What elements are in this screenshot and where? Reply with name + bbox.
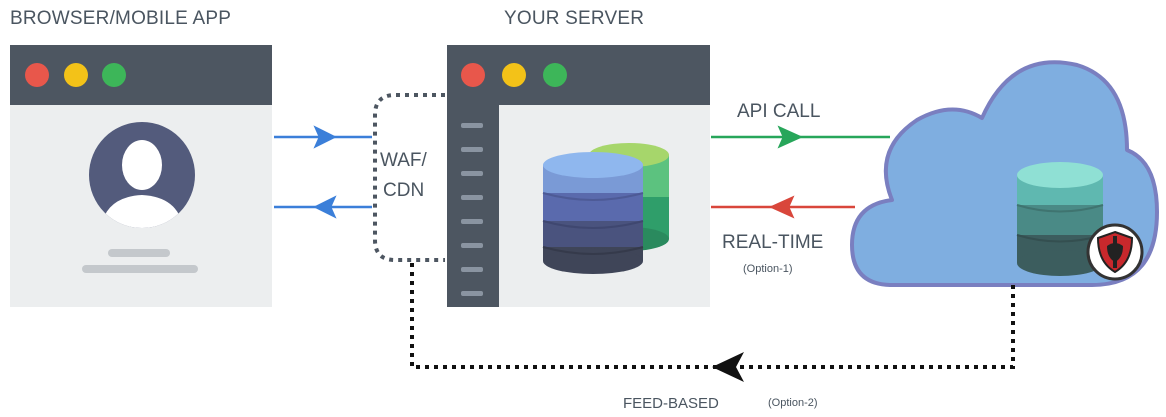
user-avatar-icon [82, 122, 198, 273]
server-titlebar [447, 45, 710, 105]
close-dot-icon [25, 63, 49, 87]
arrow-request [274, 125, 372, 149]
waf-label-line1: WAF/ [380, 150, 427, 171]
minimize-dot-icon [502, 63, 526, 87]
arrow-response [274, 195, 372, 219]
sidebar-lines-icon [461, 123, 483, 296]
close-dot-icon [461, 63, 485, 87]
maximize-dot-icon [102, 63, 126, 87]
browser-titlebar [10, 45, 272, 105]
api-call-label: API CALL [737, 101, 821, 122]
real-time-label: REAL-TIME [722, 232, 824, 253]
shield-logo-icon [1086, 223, 1144, 281]
maximize-dot-icon [543, 63, 567, 87]
server-title: YOUR SERVER [504, 8, 645, 29]
minimize-dot-icon [64, 63, 88, 87]
database-stack-icon [542, 143, 669, 274]
option2-label: (Option-2) [768, 397, 818, 409]
feed-based-label: FEED-BASED [623, 395, 719, 412]
server-content [447, 105, 669, 307]
browser-title: BROWSER/MOBILE APP [10, 8, 232, 29]
server-window [447, 45, 710, 307]
feed-based-arrowhead [712, 352, 744, 382]
waf-cdn-box [373, 93, 445, 262]
browser-window [10, 45, 272, 307]
cloud-database-icon [1016, 162, 1104, 276]
waf-label-line2: CDN [383, 180, 425, 201]
arrow-real-time [711, 195, 855, 219]
server-sidebar [447, 105, 499, 307]
option1-label: (Option-1) [743, 263, 793, 275]
arrow-api-call [711, 125, 890, 149]
